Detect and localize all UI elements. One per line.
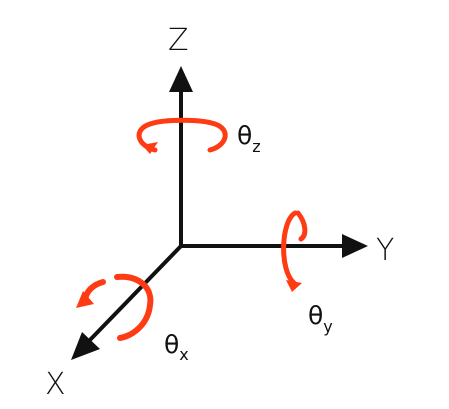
theta-z-symbol: θ: [237, 121, 252, 150]
x-axis-arrowhead: [71, 332, 100, 360]
theta-x-subscript: x: [179, 345, 188, 364]
z-axis-label: Z: [168, 23, 189, 58]
theta-z-subscript: z: [252, 137, 260, 156]
theta-x-symbol: θ: [164, 330, 179, 359]
theta-y-subscript: y: [323, 317, 332, 336]
y-axis-arrowhead: [342, 234, 368, 258]
rotation-x-icon: [76, 273, 154, 341]
z-axis-arrowhead: [169, 66, 193, 92]
y-axis: [181, 234, 368, 258]
theta-z-label: θz: [237, 121, 261, 156]
y-axis-label: Y: [376, 233, 394, 268]
x-axis-label: X: [45, 367, 66, 402]
rotation-z-icon: [136, 117, 228, 154]
theta-x-label: θx: [164, 330, 189, 364]
theta-y-symbol: θ: [308, 301, 323, 330]
x-axis-line: [86, 244, 183, 344]
theta-y-label: θy: [308, 301, 333, 336]
x-axis: [71, 244, 183, 360]
rotation-y-icon: [281, 210, 308, 292]
z-axis: [169, 66, 193, 246]
